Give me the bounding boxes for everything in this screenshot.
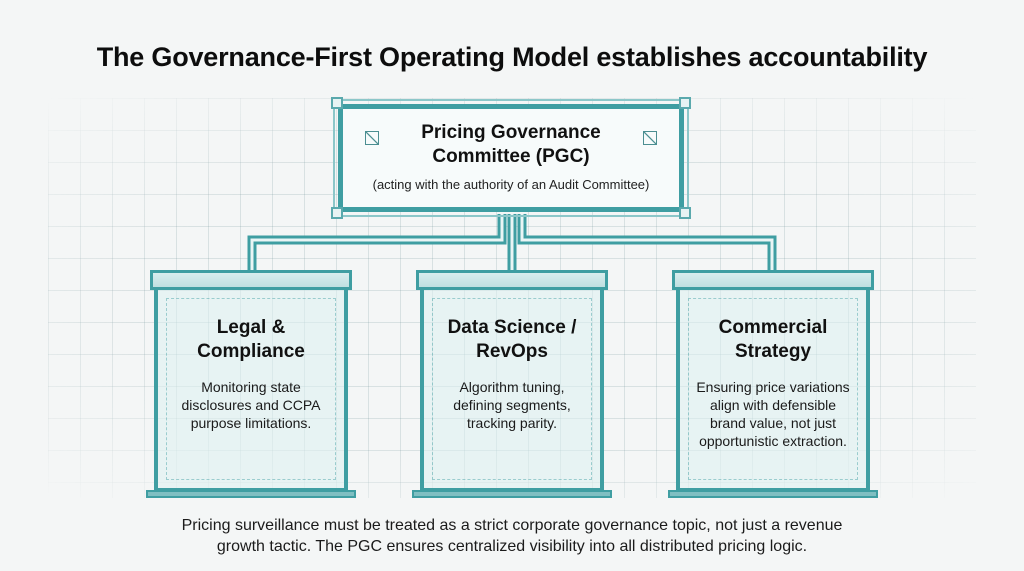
- description-line: tracking parity.: [467, 415, 557, 431]
- description-line: defining segments,: [453, 397, 571, 413]
- decorative-square-icon: [365, 131, 379, 145]
- function-description: Ensuring price variations align with def…: [686, 378, 860, 450]
- box-lid: [672, 270, 874, 290]
- caption: Pricing surveillance must be treated as …: [0, 515, 1024, 557]
- description-line: Monitoring state: [201, 379, 301, 395]
- function-title-line2: RevOps: [476, 341, 548, 362]
- box-base: [668, 490, 878, 498]
- function-box-data-science: Data Science / RevOps Algorithm tuning, …: [412, 270, 612, 498]
- box-lid: [416, 270, 608, 290]
- corner-marker: [331, 207, 343, 219]
- function-title-line1: Commercial: [718, 317, 828, 338]
- decorative-square-icon: [643, 131, 657, 145]
- function-title-line2: Strategy: [734, 341, 812, 362]
- box-content: Legal & Compliance Monitoring state disc…: [164, 316, 338, 432]
- function-description: Algorithm tuning, defining segments, tra…: [430, 378, 594, 432]
- box-base: [412, 490, 612, 498]
- function-box-commercial: Commercial Strategy Ensuring price varia…: [668, 270, 878, 498]
- box-content: Commercial Strategy Ensuring price varia…: [686, 316, 860, 450]
- corner-marker: [679, 207, 691, 219]
- caption-line2: growth tactic. The PGC ensures centraliz…: [216, 538, 808, 555]
- function-title: Legal & Compliance: [164, 316, 338, 364]
- description-line: purpose limitations.: [190, 415, 312, 431]
- function-title-line1: Legal &: [216, 317, 286, 338]
- box-lid: [150, 270, 352, 290]
- function-title-line1: Data Science /: [447, 317, 577, 338]
- box-body: [420, 290, 604, 492]
- pgc-title: Pricing Governance Committee (PGC): [343, 121, 679, 169]
- description-line: Ensuring price variations: [696, 379, 850, 395]
- page-title: The Governance-First Operating Model est…: [96, 42, 928, 72]
- box-content: Data Science / RevOps Algorithm tuning, …: [430, 316, 594, 432]
- box-base: [146, 490, 356, 498]
- description-line: disclosures and CCPA: [181, 397, 321, 413]
- function-description: Monitoring state disclosures and CCPA pu…: [164, 378, 338, 432]
- function-title-line2: Compliance: [197, 341, 305, 362]
- connector-left: [247, 214, 507, 272]
- pgc-title-line2: Committee (PGC): [432, 146, 590, 167]
- function-title: Commercial Strategy: [686, 316, 860, 364]
- caption-line1: Pricing surveillance must be treated as …: [181, 517, 843, 534]
- description-line: brand value, not just: [709, 415, 837, 431]
- description-line: Algorithm tuning,: [459, 379, 565, 395]
- pgc-title-line1: Pricing Governance: [421, 122, 601, 143]
- pgc-subtitle: (acting with the authority of an Audit C…: [372, 177, 650, 192]
- pgc-box: Pricing Governance Committee (PGC) (acti…: [331, 97, 691, 219]
- function-title: Data Science / RevOps: [430, 316, 594, 364]
- connector-right: [517, 214, 777, 272]
- box-body: [154, 290, 348, 492]
- corner-marker: [331, 97, 343, 109]
- description-line: align with defensible: [709, 397, 837, 413]
- function-box-legal: Legal & Compliance Monitoring state disc…: [146, 270, 356, 498]
- description-line: opportunistic extraction.: [699, 433, 847, 449]
- corner-marker: [679, 97, 691, 109]
